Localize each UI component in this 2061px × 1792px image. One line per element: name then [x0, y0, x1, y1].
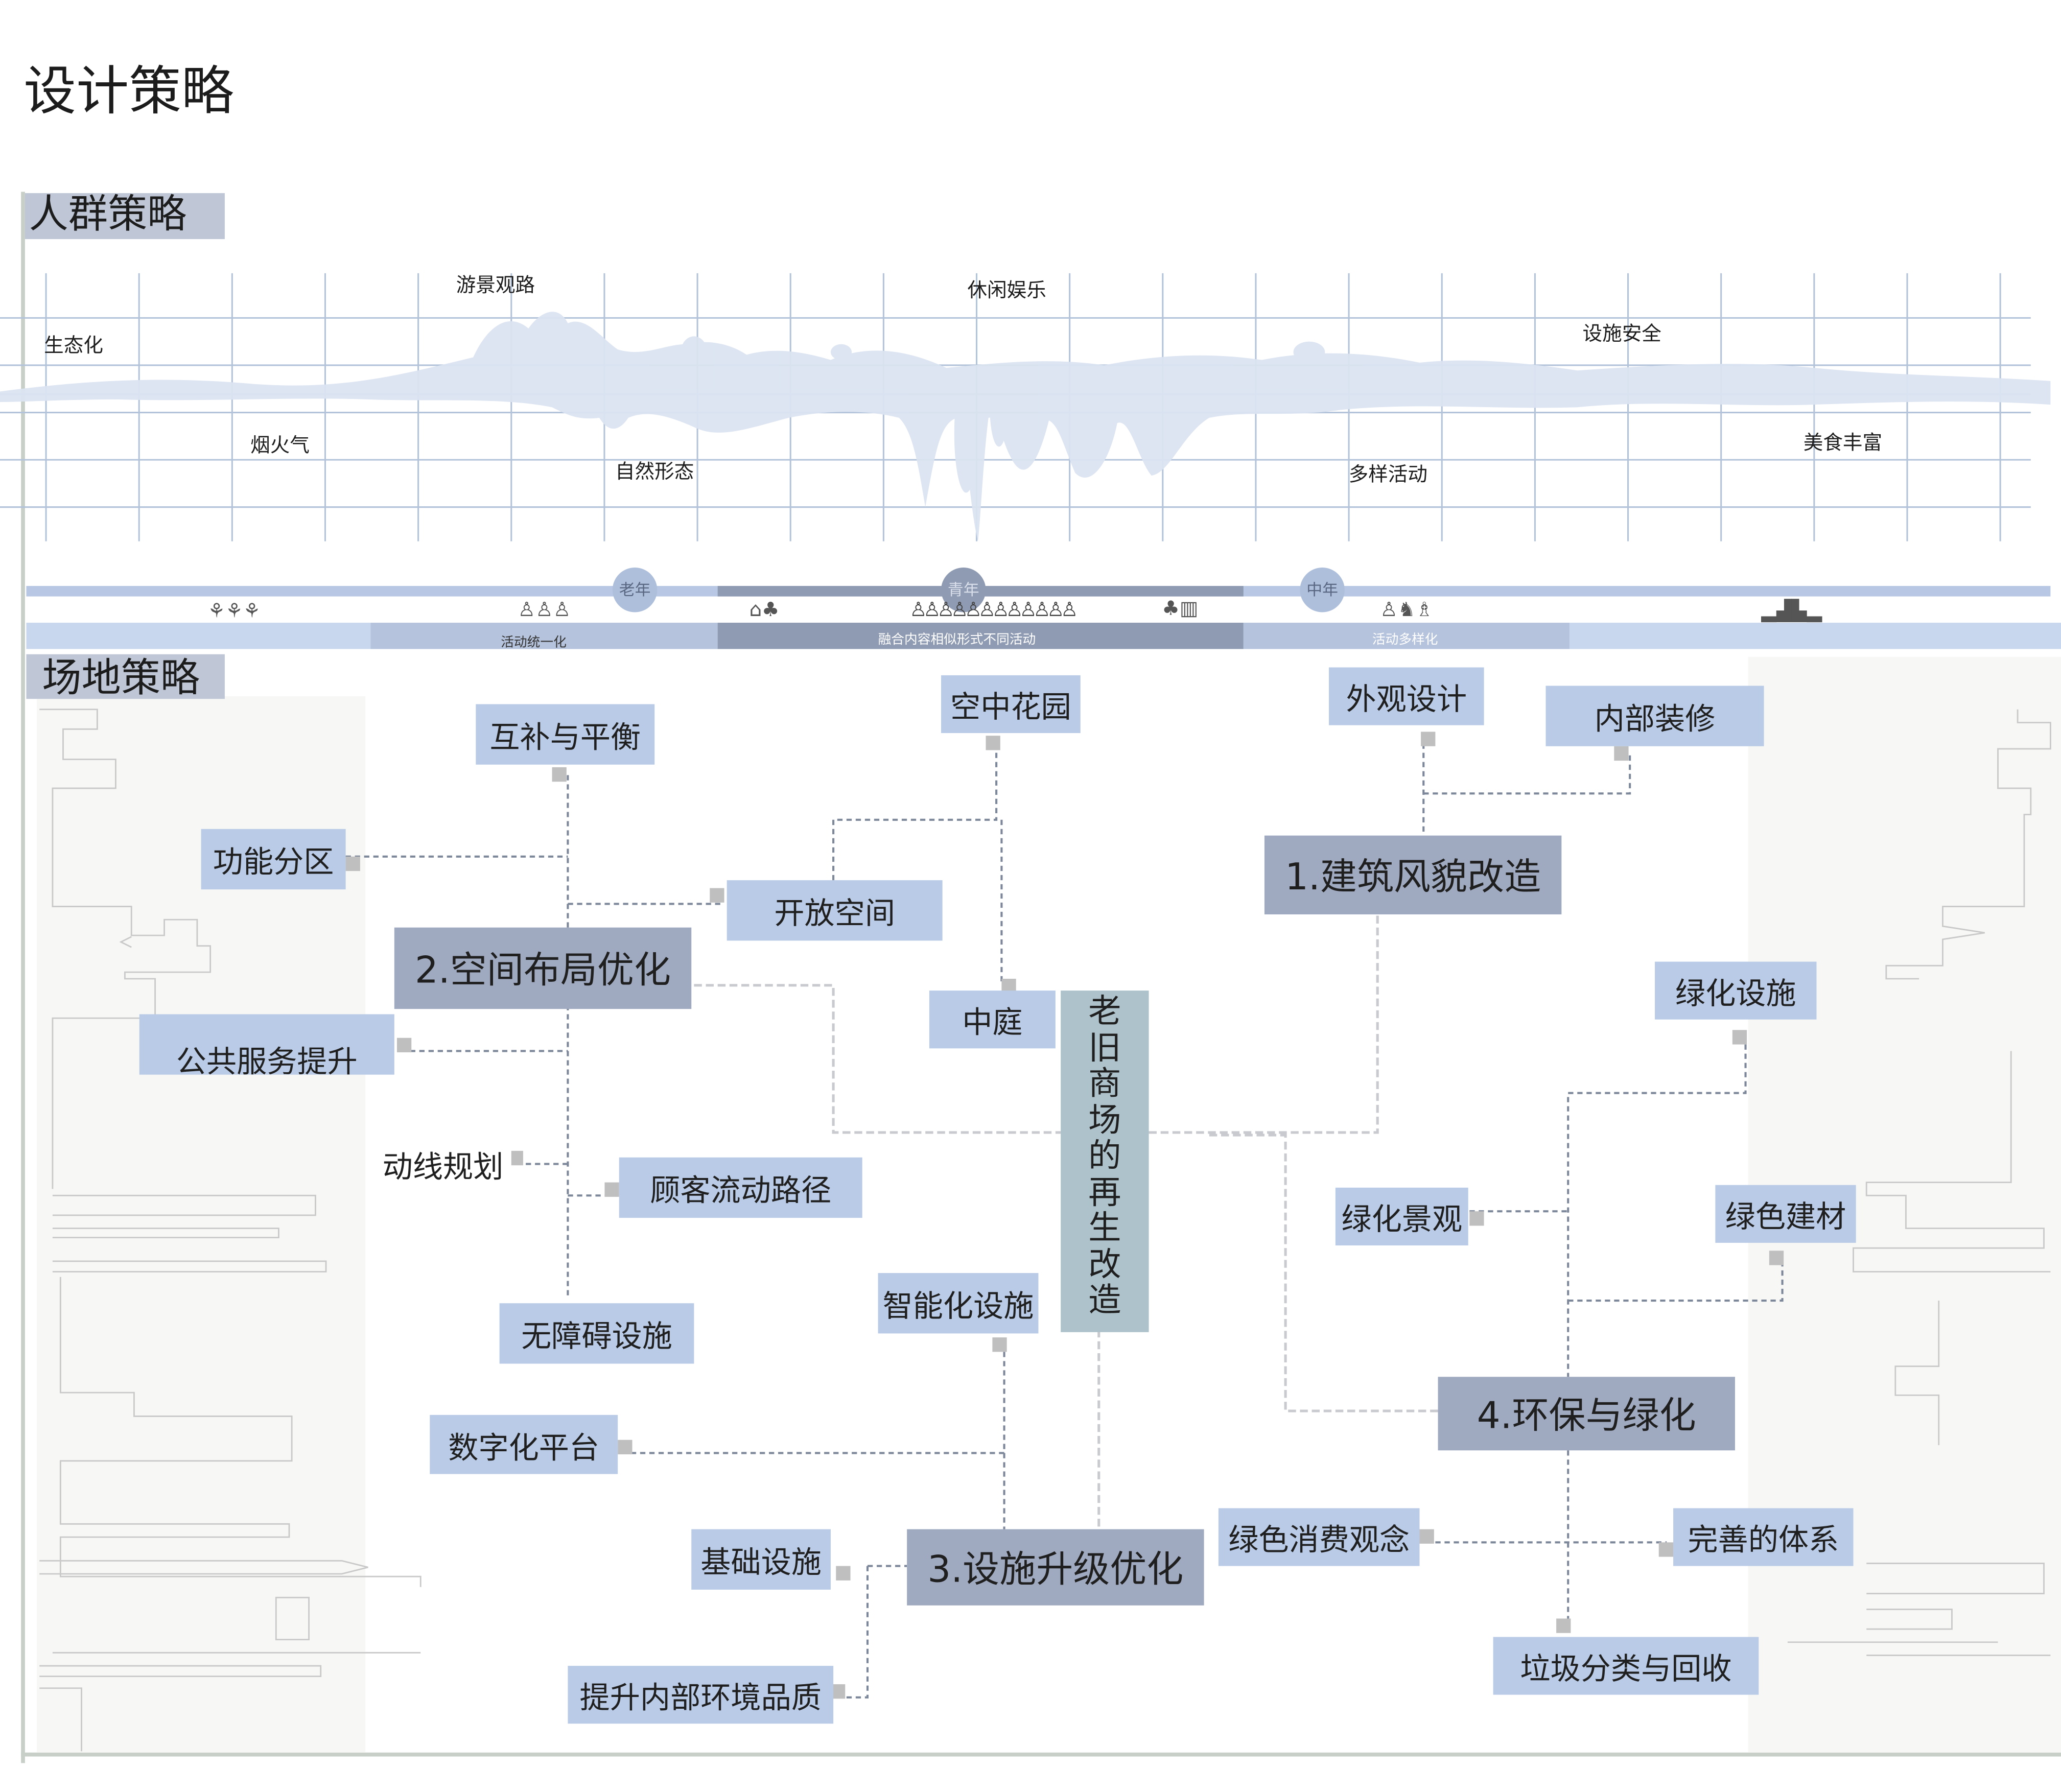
activity-band-diverse — [1243, 623, 1570, 649]
center-theme-char: 商 — [1088, 1064, 1121, 1102]
age-middle-marker: 中年 — [1300, 568, 1345, 612]
tag-natural: 自然形态 — [615, 460, 694, 484]
site-strategy-title: 场地策略 — [42, 655, 200, 702]
factory-icon: ▂▟▙▂ — [1761, 599, 1822, 623]
age-old-marker: 老年 — [612, 568, 658, 612]
tree-building-icon: ♣▥ — [1162, 596, 1199, 620]
node-improved-system: 完善的体系 — [1673, 1508, 1854, 1566]
node-open-space: 开放空间 — [727, 880, 943, 941]
site-strategy-title-bar — [26, 654, 225, 699]
band-label-merge: 融合内容相似形式不同活动 — [878, 633, 1036, 648]
center-theme-char: 旧 — [1088, 1028, 1121, 1067]
plant-icon: ⚘⚘⚘ — [207, 599, 261, 623]
crowd-silhouette — [0, 312, 2051, 541]
node-smart-facility: 智能化设施 — [878, 1273, 1039, 1334]
node-public-service: 公共服务提升 — [139, 1014, 394, 1080]
node-green: 4.环保与绿化 — [1438, 1377, 1735, 1451]
center-theme-char: 的 — [1088, 1136, 1121, 1175]
center-theme: 老旧商场的再生改造 — [1061, 991, 1149, 1332]
tag-food: 美食丰富 — [1803, 431, 1883, 455]
node-facility-upgrade: 3.设施升级优化 — [907, 1529, 1204, 1606]
activity-band-unified — [370, 623, 718, 649]
center-theme-char: 再 — [1088, 1172, 1121, 1211]
age-young-marker: 青年 — [941, 568, 986, 612]
center-theme-char: 改 — [1088, 1244, 1121, 1283]
crowd-icon: ♙♙♙♙♙♙♙♙♙♙♙♙ — [909, 598, 1078, 622]
node-green-consumption: 绿色消费观念 — [1218, 1508, 1420, 1566]
node-infrastructure: 基础设施 — [691, 1529, 831, 1590]
band-label-diverse: 活动多样化 — [1372, 633, 1438, 648]
center-theme-char: 老 — [1088, 992, 1121, 1030]
node-complement: 互补与平衡 — [476, 704, 655, 765]
activity-band-merge — [717, 623, 1244, 649]
crowd-strategy-title-bar — [25, 193, 225, 240]
crowd-strategy-title: 人群策略 — [29, 192, 187, 238]
tag-tour: 游景观路 — [456, 273, 535, 297]
node-green-facility: 绿化设施 — [1655, 961, 1817, 1020]
node-space-layout: 2.空间布局优化 — [394, 927, 692, 1009]
node-interior-decoration: 内部装修 — [1545, 686, 1764, 746]
house-tree-icon: ⌂♣ — [749, 598, 780, 622]
sports-people-icon: ♙♞♗ — [1380, 598, 1434, 622]
tag-safety: 设施安全 — [1582, 322, 1661, 346]
node-indoor-environment: 提升内部环境品质 — [568, 1666, 834, 1724]
people-icon: ♙♙♙ — [518, 598, 571, 622]
center-theme-char: 生 — [1088, 1209, 1121, 1247]
node-green-landscape: 绿化景观 — [1335, 1187, 1468, 1246]
node-sky-garden: 空中花园 — [941, 675, 1081, 734]
tag-eco: 生态化 — [44, 334, 103, 358]
node-green-material: 绿色建材 — [1715, 1185, 1856, 1243]
crowd-grid — [0, 273, 2051, 541]
node-building-style: 1.建筑风貌改造 — [1264, 835, 1562, 914]
node-accessible-facility: 无障碍设施 — [499, 1303, 694, 1364]
page-title: 设计策略 — [24, 61, 234, 123]
bottom-frame-line — [21, 1752, 2061, 1757]
center-theme-char: 造 — [1088, 1281, 1121, 1319]
node-digital-platform: 数字化平台 — [430, 1414, 618, 1474]
center-theme-char: 场 — [1088, 1100, 1121, 1139]
tag-leisure: 休闲娱乐 — [967, 278, 1046, 302]
node-courtyard: 中庭 — [929, 991, 1056, 1049]
node-customer-flow: 顾客流动路径 — [619, 1157, 862, 1218]
node-exterior-design: 外观设计 — [1328, 667, 1484, 725]
tag-activities: 多样活动 — [1348, 462, 1427, 486]
node-function-zone: 功能分区 — [201, 829, 346, 890]
band-label-unified: 活动统一化 — [501, 635, 567, 651]
left-frame-line — [21, 192, 25, 1763]
node-waste-sorting: 垃圾分类与回收 — [1493, 1637, 1759, 1695]
tag-smoke: 烟火气 — [250, 433, 310, 457]
node-circulation: 动线规划 — [374, 1135, 511, 1193]
